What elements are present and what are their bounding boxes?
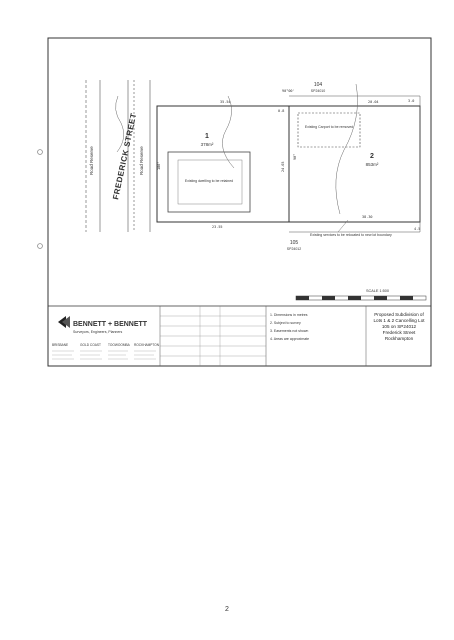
distance-label: 3.0 xyxy=(408,99,414,103)
road-lines xyxy=(85,80,151,232)
lot-2-note: Existing Carport to be removed xyxy=(305,125,353,129)
firm-office: ROCKHAMPTON xyxy=(134,343,160,347)
drawing-frame xyxy=(47,37,432,367)
contour-line-lot-1 xyxy=(222,95,235,169)
page-number: 2 xyxy=(225,606,229,613)
firm-office: GOLD COAST xyxy=(80,343,101,347)
lot-1-area: 378m² xyxy=(201,142,214,147)
lot-1-number: 1 xyxy=(205,133,209,140)
firm-tagline: Surveyors, Engineers, Planners xyxy=(73,330,122,334)
revision-table xyxy=(160,306,266,366)
adjacent-lot-104-number: 104 xyxy=(314,82,323,88)
plan-title-box: Proposed Subdivision of Lots 1 & 2 Cance… xyxy=(373,312,425,341)
scale-label: SCALE 1:500 xyxy=(366,289,389,293)
plan-note: 3. Easements not shown xyxy=(270,329,308,333)
plan-locality: Rockhampton xyxy=(384,336,414,341)
bearing-label: 90°00' xyxy=(282,89,295,93)
distance-label: 4.5 xyxy=(414,227,420,231)
firm-office: BRISBANE xyxy=(52,343,68,347)
services-annotation: Existing services to be relocated to new… xyxy=(310,233,392,237)
binder-hole-bottom xyxy=(37,243,43,249)
plan-note: 4. Areas are approximate xyxy=(270,337,309,341)
existing-carport xyxy=(297,112,361,148)
contour-line-road xyxy=(115,95,124,153)
plan-note: 2. Subject to survey xyxy=(270,321,301,325)
bearing-label: 90° xyxy=(293,154,297,160)
plan-address: Frederick Street xyxy=(382,330,416,335)
annotation-leader xyxy=(337,219,349,233)
binder-hole-top xyxy=(37,149,43,155)
distance-label: 20.04 xyxy=(368,100,379,104)
distance-label: 35.54 xyxy=(220,100,231,104)
lot-2-number: 2 xyxy=(370,153,374,160)
firm-contact-lines xyxy=(52,350,156,360)
road-reserve-label-right: Road Reserve xyxy=(139,146,144,175)
firm-logo xyxy=(58,316,70,328)
plan-title: Proposed Subdivision of Lots 1 & 2 Cance… xyxy=(373,312,425,329)
lot-2-area: 853m² xyxy=(366,162,379,167)
distance-label: 38.30 xyxy=(362,215,373,219)
bearing-label: 180° xyxy=(157,162,161,170)
firm-name: BENNETT + BENNETT xyxy=(73,321,148,328)
distance-label: 0.8 xyxy=(278,109,284,113)
distance-label: 24.03 xyxy=(281,161,285,172)
adjacent-lot-104-plan: SP24010 xyxy=(311,89,325,93)
adjacent-lot-105-number: 105 xyxy=(290,240,299,246)
lot-1-note: Existing dwelling to be retained xyxy=(185,179,233,183)
adjacent-lot-105-plan: SP24012 xyxy=(287,247,301,251)
road-reserve-label-left: Road Reserve xyxy=(89,146,94,175)
scale-bar xyxy=(295,295,427,301)
distance-label: 23.55 xyxy=(212,225,223,229)
plan-note: 1. Dimensions in metres xyxy=(270,313,308,317)
lot-1-boundary xyxy=(156,105,290,223)
contour-line-lot-2 xyxy=(335,83,358,215)
firm-office: TOOWOOMBA xyxy=(108,343,131,347)
existing-dwelling xyxy=(167,151,251,213)
dwelling-inner-outline xyxy=(177,159,243,205)
